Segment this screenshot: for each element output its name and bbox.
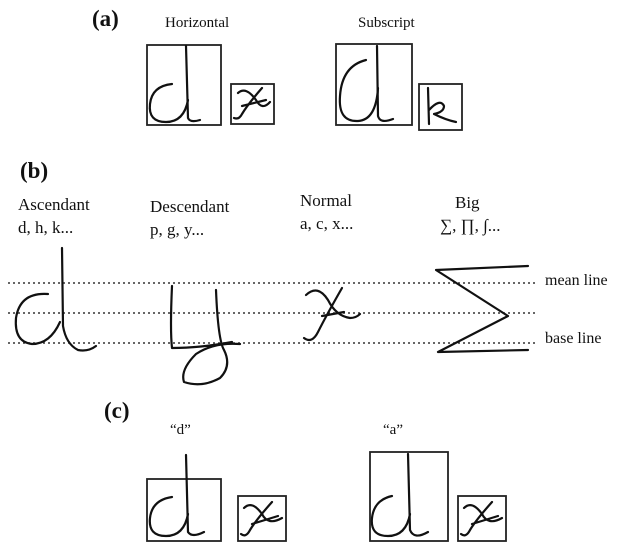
panel-c-label: (c): [104, 398, 130, 423]
sample-big: [434, 264, 530, 354]
category-ascendant-examples: d, h, k...: [18, 218, 74, 237]
stroke-k: [426, 86, 458, 126]
stroke-d-bowl: [148, 82, 190, 124]
bounding-box-a: [335, 43, 413, 126]
stroke-d-stem: [184, 44, 202, 123]
caption-d: “d”: [170, 422, 191, 438]
stroke-c-x1: [239, 500, 284, 537]
bounding-box-d: [146, 44, 222, 126]
stroke-ascendant-bowl: [14, 292, 62, 346]
category-big-examples: ∑, ∏, ∫...: [440, 216, 501, 235]
stroke-c-a-stem: [406, 452, 430, 537]
stroke-c-a-bowl: [370, 494, 412, 538]
stroke-c-d-stem: [184, 453, 206, 537]
stroke-ascendant-stem: [60, 246, 98, 352]
panel-a-horizontal-pair: [146, 44, 275, 126]
bounding-box-c-a: [369, 451, 449, 542]
category-normal-name: Normal: [300, 191, 352, 210]
sample-ascendant: [14, 246, 98, 352]
bounding-box-c-x2: [457, 495, 507, 542]
caption-subscript: Subscript: [358, 15, 415, 31]
bounding-box-x: [230, 83, 275, 125]
panel-a-label: (a): [92, 6, 119, 31]
stroke-normal-x: [302, 286, 362, 342]
category-ascendant-name: Ascendant: [18, 195, 90, 214]
sample-descendant: [169, 284, 242, 386]
stroke-c-d-bowl: [148, 495, 190, 538]
panel-b-label: (b): [20, 158, 49, 183]
sample-normal: [302, 286, 362, 342]
panel-a-subscript-pair: [335, 43, 463, 131]
caption-a: “a”: [383, 422, 403, 438]
stroke-descendant: [169, 284, 242, 386]
stroke-x: [232, 86, 272, 120]
base-line-label: base line: [545, 330, 602, 347]
bounding-box-c-x1: [237, 495, 287, 542]
stroke-a-stem: [375, 44, 395, 123]
caption-horizontal: Horizontal: [165, 15, 230, 31]
stroke-c-x2: [459, 500, 504, 537]
panel-c-d-pair: [146, 453, 287, 542]
mean-line-label: mean line: [545, 272, 608, 289]
category-big-name: Big: [455, 193, 480, 212]
category-normal-examples: a, c, x...: [300, 214, 354, 233]
stroke-a-bowl: [338, 58, 380, 123]
bounding-box-c-d: [146, 478, 222, 542]
panel-c-a-pair: [369, 451, 507, 542]
category-descendant-examples: p, g, y...: [150, 220, 205, 239]
stroke-big-sigma: [434, 264, 530, 354]
bounding-box-k: [418, 83, 463, 131]
category-descendant-name: Descendant: [150, 197, 230, 216]
